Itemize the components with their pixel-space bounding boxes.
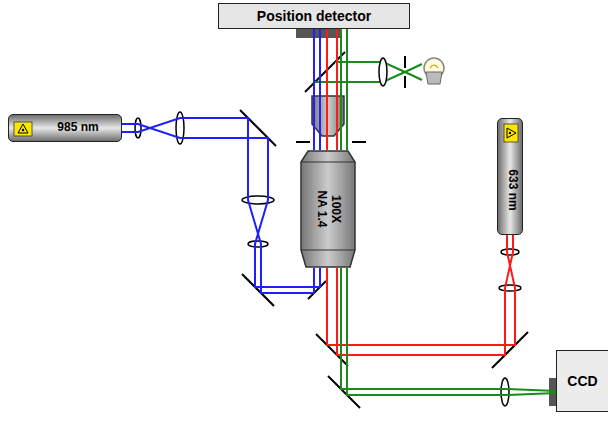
lens [501, 378, 509, 406]
dichroic-mirror [316, 334, 348, 366]
beam-line [122, 124, 320, 287]
node-label: NA 1.4 [314, 191, 328, 228]
ccd-camera: CCD [556, 350, 608, 412]
lens [135, 118, 141, 138]
objective-ring [301, 162, 355, 163]
mirror [492, 332, 528, 368]
beam-line [313, 29, 315, 150]
beam-line [326, 29, 328, 150]
mirror [308, 281, 326, 299]
beam-line [347, 268, 556, 395]
beam-line [346, 29, 348, 150]
beam-line [319, 29, 321, 150]
objective-ring [301, 250, 355, 251]
warning-label [14, 122, 32, 136]
laser-warning-icon [14, 122, 32, 136]
aperture [352, 141, 366, 143]
lamp-filament [430, 65, 438, 68]
laser-beam [314, 29, 347, 150]
warning-triangle [507, 128, 516, 138]
warning-label [504, 124, 518, 142]
objective-outline [300, 150, 356, 268]
rotated-label-holder: 100XNA 1.4 [306, 165, 350, 253]
lamp-base [426, 72, 442, 84]
beam-line [336, 29, 338, 150]
node-label: 633 nm [504, 169, 518, 210]
objective: 100XNA 1.4 [300, 150, 356, 268]
beam-line [340, 29, 342, 150]
mirror [240, 110, 276, 146]
beam-line [337, 235, 513, 355]
node-label: 985 nm [57, 121, 98, 135]
lens [379, 58, 387, 86]
laser-beam [122, 118, 320, 293]
lens [501, 249, 519, 255]
warning-dot [22, 129, 24, 131]
node-label: Position detector [257, 8, 371, 24]
laser-beam [341, 268, 556, 395]
laser-warning-icon [504, 124, 518, 142]
node-label: 100X [328, 195, 342, 223]
mirror [328, 376, 360, 408]
mirror [242, 274, 274, 306]
node-label: CCD [567, 373, 597, 389]
ccd-sensor [549, 378, 556, 406]
objective-body [301, 151, 355, 267]
lens [248, 241, 268, 247]
warning-triangle [18, 124, 28, 133]
position-detector: Position detector [218, 3, 410, 29]
laser-985: 985 nm [8, 114, 122, 142]
aperture [404, 76, 406, 88]
lens [242, 196, 274, 204]
laser-beam [327, 235, 515, 355]
lens [176, 112, 184, 144]
aperture [296, 141, 310, 143]
rotated-label-holder: 633 nm [498, 119, 524, 236]
beam-line [122, 118, 314, 293]
laser-633: 633 nm [497, 118, 523, 235]
beam-splitter [305, 52, 345, 92]
lens [499, 285, 521, 291]
aperture [404, 56, 406, 68]
warning-dot [509, 132, 511, 134]
beam-line [341, 268, 556, 391]
